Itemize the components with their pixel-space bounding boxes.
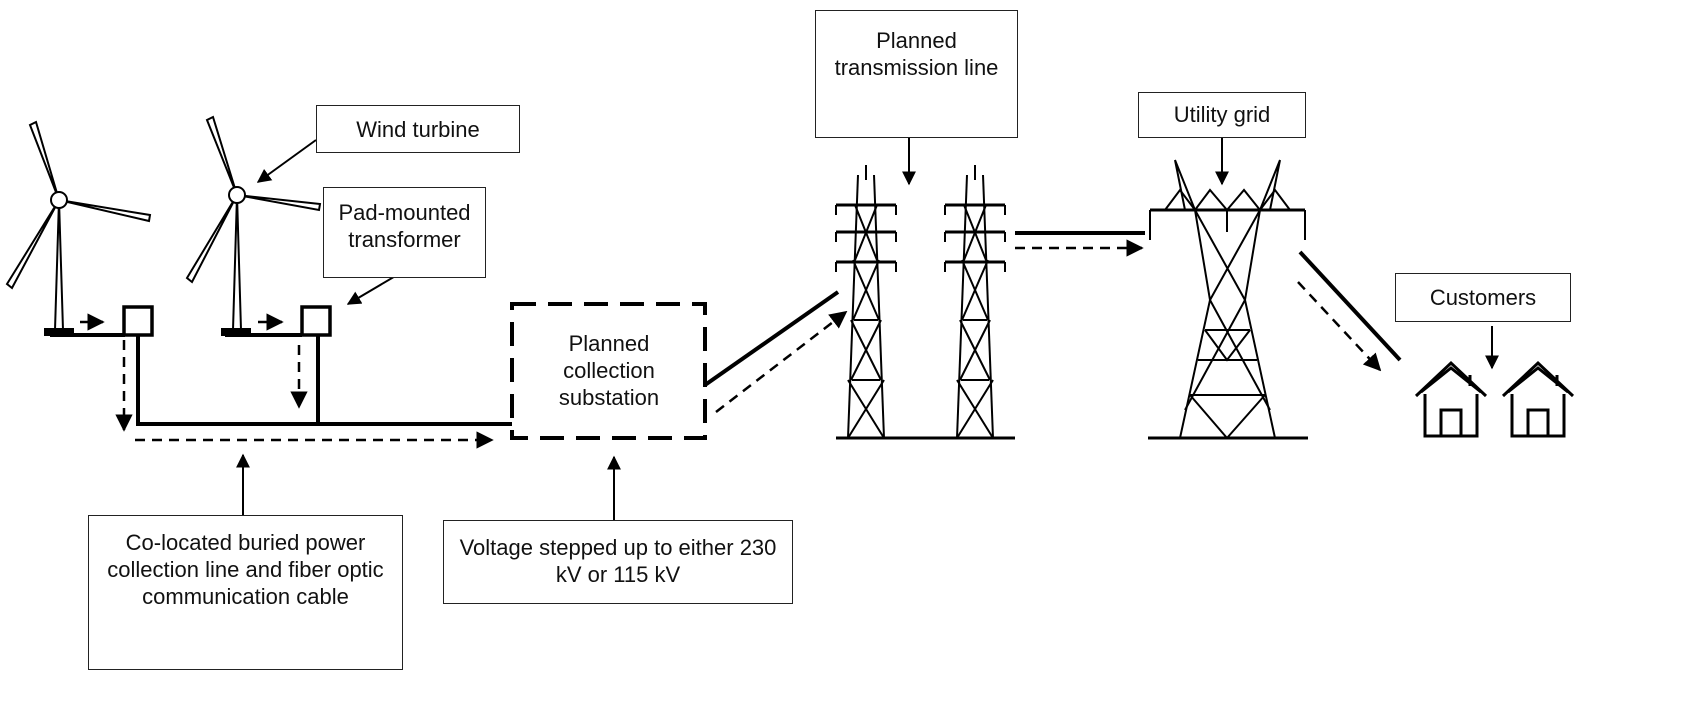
- transmission-line-label: Planned transmission line: [815, 10, 1018, 138]
- substation-icon: [510, 302, 707, 440]
- transformer-icon: [122, 305, 154, 337]
- buried-cable-label: Co-located buried power collection line …: [88, 515, 403, 670]
- transformer-icon: [300, 305, 332, 337]
- transmission-tower-icon: [944, 165, 1006, 439]
- house-icon: [1414, 360, 1488, 438]
- customers-label: Customers: [1395, 273, 1571, 322]
- wind-turbine-label: Wind turbine: [316, 105, 520, 153]
- utility-grid-label: Utility grid: [1138, 92, 1306, 138]
- pad-transformer-label: Pad-mounted transformer: [323, 187, 486, 278]
- substation-label: Planned collection substation: [558, 331, 660, 410]
- wind-turbine-icon: [5, 120, 152, 336]
- wind-turbine-icon: [185, 115, 322, 336]
- voltage-label: Voltage stepped up to either 230 kV or 1…: [443, 520, 793, 604]
- house-icon: [1501, 360, 1575, 438]
- transmission-tower-icon: [835, 165, 897, 439]
- utility-tower-icon: [1149, 159, 1306, 440]
